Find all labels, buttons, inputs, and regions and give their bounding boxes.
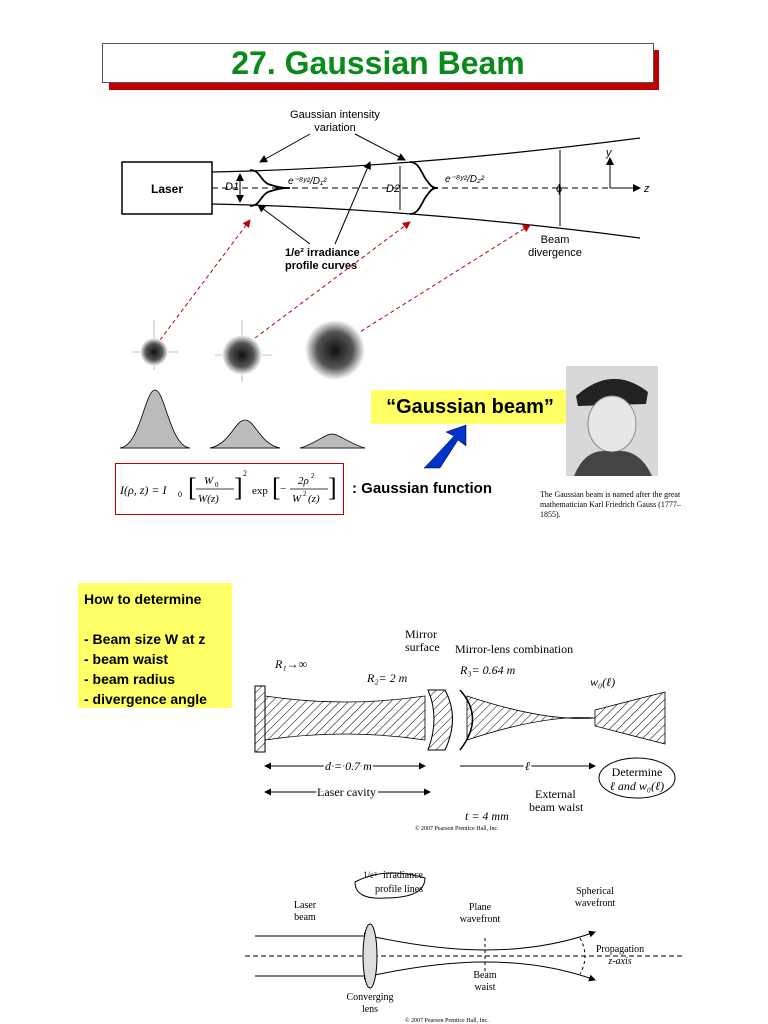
howto-item: - beam radius xyxy=(84,671,176,687)
howto-heading: How to determine xyxy=(84,591,202,607)
d1-label: D1 xyxy=(225,181,239,193)
w0l-label: w₀(ℓ) xyxy=(590,675,615,689)
svg-text:]: ] xyxy=(234,473,243,502)
d-label: d = 0.7 m xyxy=(325,759,372,773)
beam-profiles xyxy=(119,320,366,449)
howto-item: - Beam size W at z xyxy=(84,631,206,647)
divergence-label-2: divergence xyxy=(528,247,582,259)
beam-waist-label: Beam xyxy=(473,970,497,981)
eq-w0: W xyxy=(204,475,214,487)
propagation-label-2: z-axis xyxy=(607,956,631,967)
divergence-label: Beam xyxy=(541,234,570,246)
spherical-wavefront-label: Spherical xyxy=(576,886,614,897)
intensity-label: Gaussian intensity xyxy=(290,109,380,121)
equation-lhs: I(ρ, z) = I xyxy=(119,483,168,497)
laser-beam-label-2: beam xyxy=(294,912,316,923)
exp-formula-2: e⁻⁸ʸ²/D₂² xyxy=(445,174,485,185)
t-label: t = 4 mm xyxy=(465,809,509,823)
d2-label: D2 xyxy=(386,183,400,195)
svg-text:−: − xyxy=(280,483,286,495)
blue-arrow-icon xyxy=(423,424,467,469)
mirror-lens-label: Mirror-lens combination xyxy=(455,642,573,656)
exp-formula-1: e⁻⁸ʸ²/D₁² xyxy=(288,176,327,187)
gaussian-beam-label: “Gaussian beam” xyxy=(371,390,569,424)
converging-lens-diagram: 1/e² irradiance profile lines Laser beam… xyxy=(245,870,685,1024)
howto-item: - divergence angle xyxy=(84,691,207,707)
copyright-2: © 2007 Pearson Prentice Hall, Inc. xyxy=(405,1017,489,1024)
r3-label: R₃= 0.64 m xyxy=(459,663,516,677)
svg-text:1/e²: 1/e² xyxy=(363,870,377,880)
plane-wavefront-label: Plane xyxy=(469,902,492,913)
converging-lens-label-2: lens xyxy=(362,1004,378,1015)
intensity-label-2: variation xyxy=(314,122,356,134)
gaussian-function-label: : Gaussian function xyxy=(352,480,493,497)
external-waist-label: External xyxy=(535,787,576,801)
svg-text:]: ] xyxy=(328,473,337,502)
laser-label: Laser xyxy=(151,182,183,196)
gaussian-equation: I(ρ, z) = I 0 [ W 0 W(z) ] 2 exp [ − 2ρ … xyxy=(115,463,344,515)
eq-den-z: (z) xyxy=(308,493,320,505)
howto-item: - beam waist xyxy=(84,651,169,667)
ell-label: ℓ xyxy=(525,759,530,773)
propagation-label: Propagation xyxy=(596,944,644,955)
svg-text:2: 2 xyxy=(311,472,315,480)
laser-cavity-diagram: Mirror surface Mirror-lens combination R… xyxy=(254,627,676,832)
r1-label: R₁→∞ xyxy=(274,657,308,671)
gauss-portrait xyxy=(566,366,658,476)
mirror-surface-label-2: surface xyxy=(405,640,440,654)
irradiance-label-2: profile curves xyxy=(285,260,357,272)
external-waist-label-2: beam waist xyxy=(529,800,584,814)
eq-den: W xyxy=(292,493,302,505)
beam-waist-label-2: waist xyxy=(474,982,495,993)
svg-text:[: [ xyxy=(188,473,197,502)
gauss-caption: The Gaussian beam is named after the gre… xyxy=(540,490,681,519)
determine-label-2: ℓ and w₀(ℓ) xyxy=(610,779,664,793)
svg-text:0: 0 xyxy=(215,481,219,489)
page-title: 27. Gaussian Beam xyxy=(231,44,525,81)
how-to-determine-box: How to determine - Beam size W at z - be… xyxy=(78,583,232,708)
irradiance-label-2: profile lines xyxy=(375,884,423,895)
determine-label: Determine xyxy=(612,765,663,779)
irradiance-label: 1/e² irradiance xyxy=(285,247,360,259)
irradiance-label: irradiance xyxy=(383,870,424,881)
r2-label: R₂= 2 m xyxy=(366,671,408,685)
mirror-surface-label: Mirror xyxy=(405,627,437,641)
title-box: 27. Gaussian Beam xyxy=(102,43,654,83)
cavity-label: Laser cavity xyxy=(317,785,376,799)
y-axis-label: y xyxy=(605,147,613,159)
svg-text:[: [ xyxy=(272,473,281,502)
eq-wz: W(z) xyxy=(198,493,219,505)
spherical-wavefront-label-2: wavefront xyxy=(575,898,616,909)
plane-wavefront-label-2: wavefront xyxy=(460,914,501,925)
svg-text:2: 2 xyxy=(243,469,247,478)
eq-exp: exp xyxy=(252,485,268,497)
copyright-1: © 2007 Pearson Prentice Hall, Inc. xyxy=(415,825,499,832)
svg-text:0: 0 xyxy=(178,490,182,499)
eq-num: 2ρ xyxy=(298,475,309,487)
svg-text:2: 2 xyxy=(303,490,307,498)
gaussian-beam-diagram: Laser D1 D2 e⁻⁸ʸ²/D₁² e⁻⁸ʸ²/D₂² ϕ y z Ga… xyxy=(121,109,650,272)
converging-lens-label: Converging xyxy=(346,992,393,1003)
laser-beam-label: Laser xyxy=(294,900,317,911)
z-axis-label: z xyxy=(643,183,650,195)
phi-label: ϕ xyxy=(556,183,562,195)
